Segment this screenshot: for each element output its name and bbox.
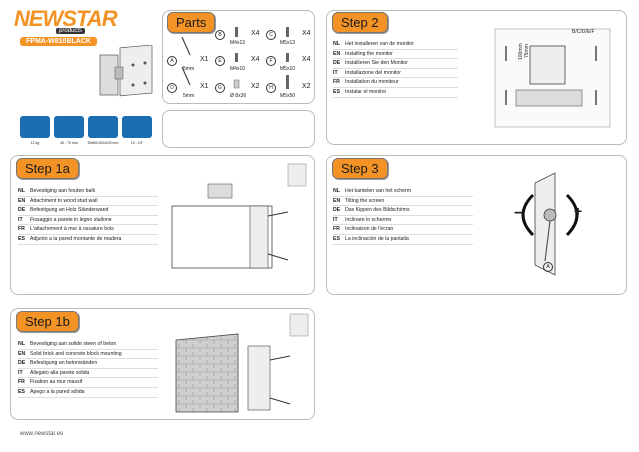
step3-drawing — [521, 172, 579, 276]
part-letter-d: D — [167, 83, 177, 93]
part-count-c: X4 — [302, 30, 311, 37]
part-size-b: M4x13 — [230, 40, 246, 46]
part-size-c: M5x13 — [280, 40, 296, 46]
footer-url: www.newstar.eu — [20, 431, 64, 437]
step2-letters: B/C/D/E/F — [572, 29, 595, 35]
spec-vesa: 50x50/100x100 mm — [87, 141, 119, 145]
part-size-f: M5x10 — [280, 66, 296, 72]
vesa-icon — [88, 116, 118, 138]
part-count-e: X4 — [251, 56, 260, 63]
depth-icon — [54, 116, 84, 138]
part-count-h: X2 — [302, 83, 311, 90]
step2-drawing — [494, 28, 611, 128]
step1a-drawing — [171, 163, 307, 269]
screen-size-icon — [122, 116, 152, 138]
part-letter-e: E — [215, 56, 225, 66]
parts-hardware-drawing — [181, 27, 289, 89]
step3-tool-letter: A — [543, 262, 553, 272]
step1b-drawing — [175, 313, 309, 413]
product-illustration — [99, 45, 153, 97]
part-size-h: M5x50 — [280, 93, 296, 99]
part-letter-c: C — [266, 30, 276, 40]
tools-panel — [162, 110, 315, 148]
step3-title: Step 3 — [332, 158, 388, 179]
part-count-g: X2 — [251, 83, 260, 90]
step1b-title: Step 1b — [16, 311, 79, 332]
part-letter-a: A — [167, 56, 177, 66]
step2-dim2: 75mm — [524, 44, 530, 58]
part-size-g: Ø 8x36 — [230, 93, 247, 99]
part-count-a: X1 — [200, 56, 209, 63]
spec-screen: 10 - 24" — [130, 141, 144, 145]
weight-icon — [20, 116, 50, 138]
model-badge: FPMA-W810BLACK — [20, 37, 97, 46]
step1a-title: Step 1a — [16, 158, 79, 179]
part-letter-h: H — [266, 83, 276, 93]
part-count-b: X4 — [251, 30, 260, 37]
part-size-a: 5mm — [183, 66, 195, 72]
part-count-f: X4 — [302, 56, 311, 63]
parts-title: Parts — [167, 12, 216, 33]
part-count-d: X1 — [200, 83, 209, 90]
part-size-d: 5mm — [183, 93, 195, 99]
spec-depth: 40 - 70 mm — [60, 141, 78, 145]
part-letter-g: G — [215, 83, 225, 93]
part-letter-f: F — [266, 56, 276, 66]
brand-sub: products — [56, 28, 86, 34]
part-letter-b: B — [215, 30, 225, 40]
step2-title: Step 2 — [332, 12, 388, 33]
tilt-plus-icon: + — [574, 203, 583, 219]
spec-weight: 12 kg — [30, 141, 40, 145]
tilt-minus-icon: − — [514, 205, 524, 222]
brand-logo: NEWSTAR — [14, 6, 118, 31]
part-size-e: M4x10 — [230, 66, 246, 72]
